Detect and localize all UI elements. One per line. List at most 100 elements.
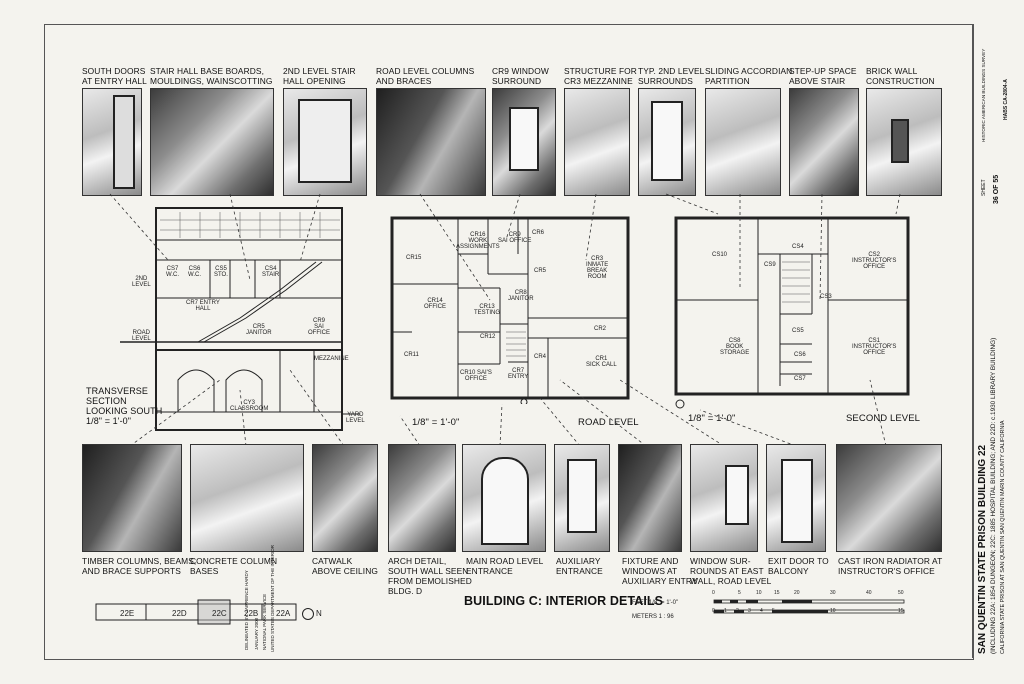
- photo-road-level-columns: [376, 88, 486, 196]
- scale-feet-tick-6: 40: [866, 590, 872, 596]
- photo-catwalk: [312, 444, 378, 552]
- scale-meter-tick-7: 15: [898, 608, 904, 614]
- photo-main-road-entrance: [462, 444, 546, 552]
- photo-exit-door: [766, 444, 826, 552]
- key-plan-22c: 22C: [212, 609, 227, 618]
- transverse-section-drawing: [120, 207, 360, 431]
- section-level-yard: YARD LEVEL: [346, 412, 365, 424]
- caption-cr3-mezzanine: STRUCTURE FOR CR3 MEZZANINE: [564, 66, 637, 86]
- photo-arch-detail: [388, 444, 456, 552]
- road-room-cr10: CR10 SAI'S OFFICE: [460, 370, 492, 382]
- delineator-credit: DELINEATED BY: LAWRENCE HARDY: [244, 570, 249, 650]
- caption-stair-hall: STAIR HALL BASE BOARDS, MOULDINGS, WAINS…: [150, 66, 273, 86]
- photo-2nd-level-stair-hall: [283, 88, 367, 196]
- photo-typ-2nd-level-surrounds: [638, 88, 696, 196]
- photo-stair-hall-base-boards: [150, 88, 274, 196]
- second-room-cs7: CS7: [794, 376, 806, 382]
- photo-cr3-mezzanine: [564, 88, 630, 196]
- title-block-habs: HABS CA-2804-A: [1003, 79, 1009, 120]
- caption-exit-door: EXIT DOOR TO BALCONY: [768, 556, 829, 576]
- caption-sliding-partition: SLIDING ACCORDIAN PARTITION: [705, 66, 793, 86]
- scale-meter-tick-6: 10: [830, 608, 836, 614]
- caption-concrete-column-bases: CONCRETE COLUMN BASES: [190, 556, 278, 576]
- agency-line-2: UNITED STATES DEPARTMENT OF THE INTERIOR: [270, 544, 275, 652]
- second-room-cs10: CS10: [712, 252, 728, 258]
- second-room-cs1: CS1 INSTRUCTOR'S OFFICE: [852, 338, 897, 356]
- caption-brick-wall: BRICK WALL CONSTRUCTION: [866, 66, 935, 86]
- road-room-cr12: CR12: [480, 334, 496, 340]
- scale-meter-tick-1: 1: [724, 608, 727, 614]
- road-room-cr2: CR2: [594, 326, 607, 332]
- road-room-cr6: CR6: [532, 230, 545, 236]
- caption-cr9-window: CR9 WINDOW SURROUND: [492, 66, 549, 86]
- second-plan-label: SECOND LEVEL: [846, 413, 921, 424]
- scale-meter-tick-5: 5: [772, 608, 775, 614]
- second-room-cs3: CS3: [820, 294, 832, 300]
- scale-meter-tick-2: 2: [736, 608, 739, 614]
- photo-sliding-accordian: [705, 88, 781, 196]
- scale-feet-tick-2: 10: [756, 590, 762, 596]
- scale-meter-tick-3: 3: [748, 608, 751, 614]
- photo-concrete-column-bases: [190, 444, 304, 552]
- second-room-cs9: CS9: [764, 262, 776, 268]
- photo-window-surrounds: [690, 444, 758, 552]
- road-plan-label: ROAD LEVEL: [578, 417, 639, 428]
- north-arrow-icon: [302, 608, 314, 620]
- caption-fixture-windows: FIXTURE AND WINDOWS AT AUXILIARY ENTRY: [622, 556, 698, 586]
- road-room-cr3: CR3 INMATE BREAK ROOM: [586, 256, 609, 280]
- caption-south-doors: SOUTH DOORS AT ENTRY HALL: [82, 66, 147, 86]
- key-plan-22e: 22E: [120, 609, 135, 618]
- road-room-cr8: CR8 JANITOR: [508, 290, 534, 302]
- road-plan-scale: 1/8" = 1'-0": [412, 417, 460, 428]
- graphic-scale: [713, 599, 905, 614]
- caption-timber-columns: TIMBER COLUMNS, BEAMS, AND BRACE SUPPORT…: [82, 556, 197, 576]
- photo-cr9-window: [492, 88, 556, 196]
- title-block-sheet-number: 36 OF 55: [993, 174, 1000, 204]
- photo-south-doors: [82, 88, 142, 196]
- section-title: TRANSVERSE SECTION LOOKING SOUTH 1/8" = …: [86, 386, 163, 426]
- caption-road-level-columns: ROAD LEVEL COLUMNS AND BRACES: [376, 66, 475, 86]
- scale-meter-tick-4: 4: [760, 608, 763, 614]
- caption-arch-detail: ARCH DETAIL, SOUTH WALL SEEN FROM DEMOLI…: [388, 556, 472, 596]
- caption-cast-iron-radiator: CAST IRON RADIATOR AT INSTRUCTOR'S OFFIC…: [838, 556, 943, 576]
- caption-2nd-level-stair: 2ND LEVEL STAIR HALL OPENING: [283, 66, 356, 86]
- scale-feet-tick-3: 15: [774, 590, 780, 596]
- title-block-sheet-label: SHEET: [981, 179, 987, 196]
- scale-feet-tick-4: 20: [794, 590, 800, 596]
- scale-meters-label: METERS 1 : 96: [632, 614, 674, 620]
- section-room-cs6: CS6 W.C.: [188, 266, 201, 278]
- second-room-cs6: CS6: [794, 352, 806, 358]
- road-room-cr4: CR4: [534, 354, 547, 360]
- road-room-cr15: CR15: [406, 255, 422, 261]
- section-room-cr9: CR9 SAI OFFICE: [308, 318, 330, 336]
- second-room-cs4: CS4: [792, 244, 804, 250]
- title-block-location: CALIFORNIA STATE PRISON AT SAN QUENTIN S…: [1000, 420, 1006, 654]
- second-room-cs8: CS8 BOOK STORAGE: [720, 338, 750, 356]
- caption-step-up-space: STEP-UP SPACE ABOVE STAIR: [789, 66, 857, 86]
- road-room-cr7: CR7 ENTRY: [508, 368, 529, 380]
- section-room-cs7: CS7 W.C.: [166, 266, 179, 278]
- photo-step-up-space: [789, 88, 859, 196]
- scale-feet-tick-7: 50: [898, 590, 904, 596]
- caption-window-surrounds: WINDOW SUR- ROUNDS AT EAST WALL, ROAD LE…: [690, 556, 772, 586]
- title-block-subtitle: (INCLUDING 22A: 1854 DUNGEON; 22C: 1885 …: [990, 337, 997, 654]
- title-block-project: SAN QUENTIN STATE PRISON BUILDING 22: [977, 444, 988, 654]
- scale-feet-tick-0: 0: [712, 590, 715, 596]
- agency-line-3: JANUARY 2003: [254, 617, 259, 650]
- road-room-cr9: CR9 SAI OFFICE: [498, 232, 532, 244]
- caption-auxiliary-entrance: AUXILIARY ENTRANCE: [556, 556, 603, 576]
- key-plan-22b: 22B: [244, 609, 259, 618]
- road-level-plan-drawing: [390, 216, 630, 404]
- second-level-plan-drawing: [674, 216, 910, 409]
- north-label: N: [316, 609, 322, 618]
- second-room-cs2: CS2 INSTRUCTOR'S OFFICE: [852, 252, 897, 270]
- scale-feet-tick-1: 5: [738, 590, 741, 596]
- key-plan-22d: 22D: [172, 609, 187, 618]
- road-room-cr14: CR14 OFFICE: [424, 298, 446, 310]
- photo-fixture-windows: [618, 444, 682, 552]
- agency-line-1: NATIONAL PARK SERVICE: [262, 593, 267, 650]
- section-room-cs5: CS5 STO.: [214, 266, 228, 278]
- sheet-title: BUILDING C: INTERIOR DETAILS: [464, 594, 664, 608]
- scale-feet-label: FEET 1/8" = 1'-0": [632, 600, 679, 606]
